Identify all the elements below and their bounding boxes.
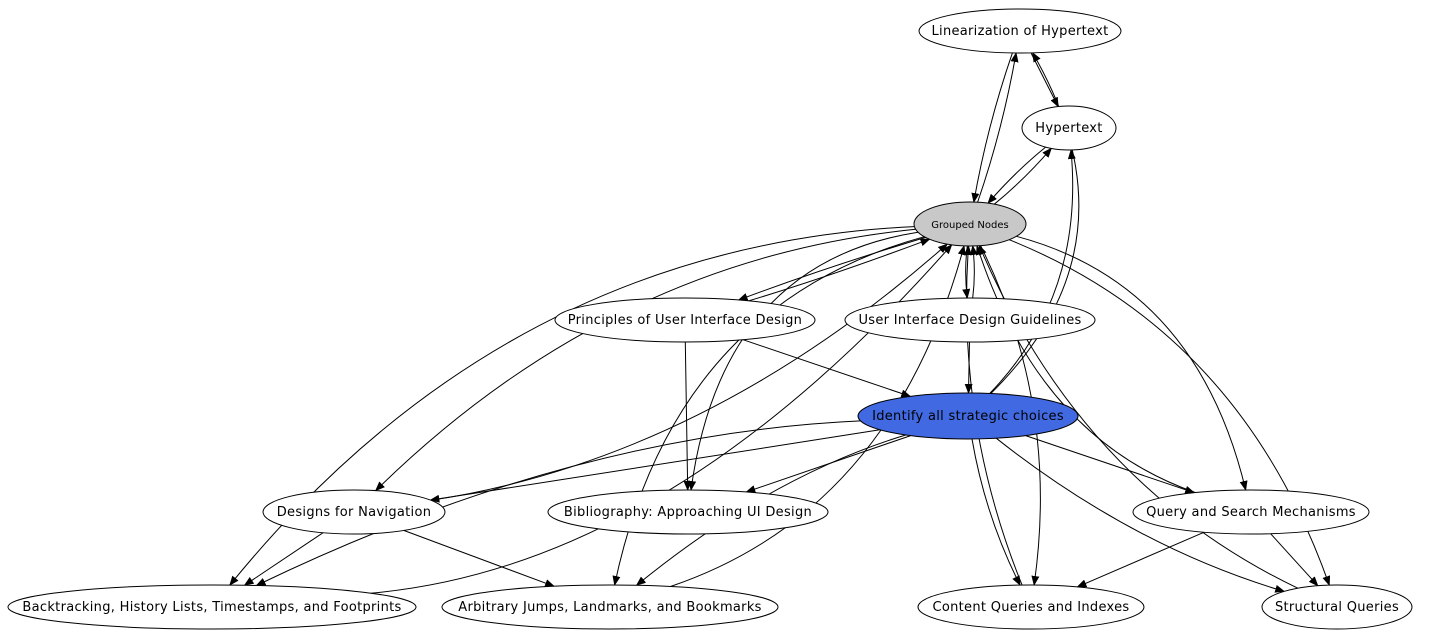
node-guidelines[interactable]: User Interface Design Guidelines: [844, 297, 1096, 343]
node-shape-structural: [1261, 584, 1413, 630]
edge-strategic-to-arbitrary: [635, 434, 906, 586]
edge-linearization-to-hypertext: [1030, 52, 1059, 108]
node-linearization[interactable]: Linearization of Hypertext: [918, 8, 1122, 54]
node-shape-hypertext: [1021, 105, 1117, 151]
edge-query-search-to-grouped: [975, 244, 1196, 494]
node-label-arbitrary: Arbitrary Jumps, Landmarks, and Bookmark…: [458, 600, 761, 615]
node-label-bibliography: Bibliography: Approaching UI Design: [564, 505, 812, 520]
node-label-content-queries: Content Queries and Indexes: [932, 600, 1129, 615]
edge-grouped-to-bibliography: [688, 231, 919, 491]
node-label-backtracking: Backtracking, History Lists, Timestamps,…: [22, 600, 401, 615]
node-strategic[interactable]: Identify all strategic choices: [857, 392, 1079, 440]
nodes-layer: Linearization of HypertextHypertextGroup…: [7, 8, 1413, 630]
node-label-designs-nav: Designs for Navigation: [277, 505, 432, 520]
node-label-structural: Structural Queries: [1275, 600, 1399, 615]
edge-strategic-to-hypertext: [989, 149, 1076, 394]
node-shape-query-search: [1132, 489, 1370, 535]
node-content-queries[interactable]: Content Queries and Indexes: [917, 584, 1145, 630]
node-label-grouped: Grouped Nodes: [931, 220, 1008, 231]
edge-grouped-to-principles: [737, 236, 926, 301]
node-shape-grouped: [913, 201, 1027, 247]
edge-designs-nav-to-grouped: [430, 243, 948, 501]
edge-designs-nav-to-backtracking: [243, 532, 324, 586]
node-shape-designs-nav: [262, 489, 446, 535]
edge-principles-to-grouped: [748, 238, 931, 302]
node-shape-linearization: [918, 8, 1122, 54]
node-arbitrary[interactable]: Arbitrary Jumps, Landmarks, and Bookmark…: [441, 584, 779, 630]
node-shape-content-queries: [917, 584, 1145, 630]
node-structural[interactable]: Structural Queries: [1261, 584, 1413, 630]
edge-strategic-to-structural: [995, 437, 1286, 593]
node-bibliography[interactable]: Bibliography: Approaching UI Design: [547, 489, 829, 535]
node-label-linearization: Linearization of Hypertext: [931, 24, 1108, 39]
edge-strategic-to-query-search: [1025, 435, 1196, 494]
edge-hypertext-to-grouped: [987, 146, 1046, 204]
edge-grouped-to-query-search: [1016, 235, 1248, 491]
node-label-hypertext: Hypertext: [1035, 121, 1102, 136]
node-shape-arbitrary: [441, 584, 779, 630]
edge-grouped-to-linearization: [977, 52, 1019, 203]
edge-principles-to-bibliography: [683, 341, 692, 491]
node-label-strategic: Identify all strategic choices: [872, 409, 1064, 424]
edge-strategic-to-backtracking: [255, 420, 861, 586]
edge-grouped-to-hypertext: [993, 147, 1052, 205]
node-query-search[interactable]: Query and Search Mechanisms: [1132, 489, 1370, 535]
edge-linearization-to-grouped: [971, 52, 1013, 204]
edge-designs-nav-to-arbitrary: [403, 529, 556, 587]
node-hypertext[interactable]: Hypertext: [1021, 105, 1117, 151]
node-label-guidelines: User Interface Design Guidelines: [858, 313, 1081, 328]
edge-principles-to-strategic: [742, 339, 912, 398]
node-principles[interactable]: Principles of User Interface Design: [554, 297, 816, 343]
node-grouped[interactable]: Grouped Nodes: [913, 201, 1027, 247]
edge-query-search-to-content-queries: [1076, 531, 1205, 588]
node-shape-guidelines: [844, 297, 1096, 343]
edge-query-search-to-structural: [1270, 533, 1319, 587]
edge-grouped-to-designs-nav: [374, 228, 916, 492]
node-shape-backtracking: [7, 584, 417, 630]
node-shape-strategic: [857, 392, 1079, 440]
node-shape-bibliography: [547, 489, 829, 535]
node-label-principles: Principles of User Interface Design: [568, 313, 802, 328]
edge-strategic-to-linearization: [990, 51, 1080, 394]
edge-strategic-to-content-queries: [971, 438, 1021, 586]
node-designs-nav[interactable]: Designs for Navigation: [262, 489, 446, 535]
edge-strategic-to-designs-nav: [429, 429, 880, 503]
node-backtracking[interactable]: Backtracking, History Lists, Timestamps,…: [7, 584, 417, 630]
node-shape-principles: [554, 297, 816, 343]
edge-guidelines-to-grouped: [969, 245, 978, 299]
node-label-query-search: Query and Search Mechanisms: [1146, 505, 1356, 520]
